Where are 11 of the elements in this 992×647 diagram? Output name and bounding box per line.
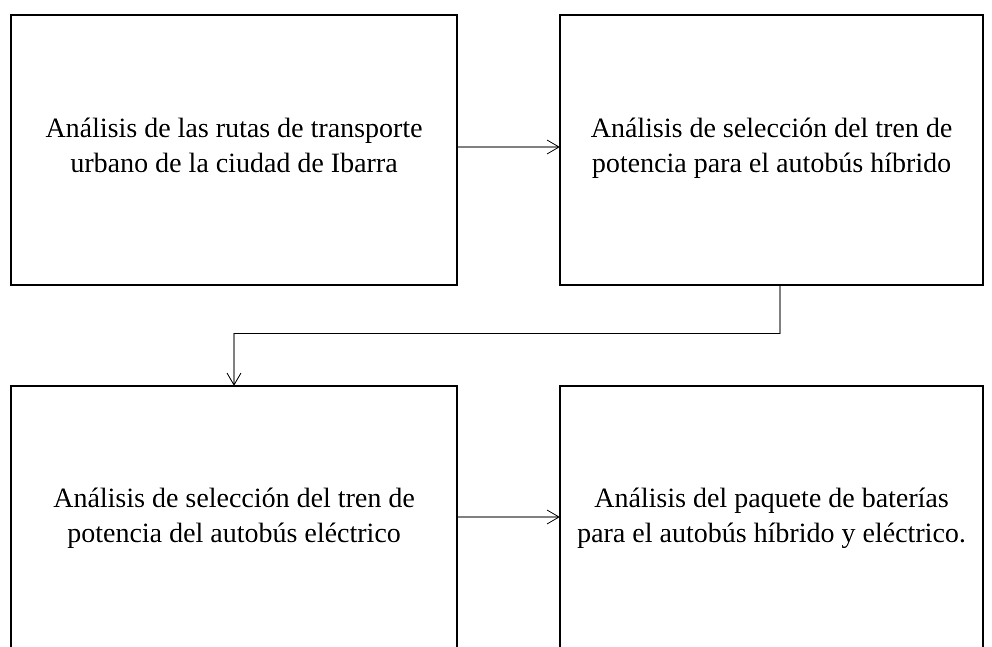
arrow xyxy=(458,140,560,154)
box-text: Análisis del paquete de baterías para el autobús híbrido y eléctrico. xyxy=(577,482,966,551)
process-box xyxy=(10,385,458,647)
process-box xyxy=(10,14,458,286)
process-box xyxy=(559,14,984,286)
box-text: Análisis de las rutas de transporte urbano de la ciudad de Ibarra xyxy=(44,112,424,181)
box-text: Análisis de selección del tren de potencia para el autobús híbrido xyxy=(590,112,954,181)
box-text: Análisis de selección del tren de potencia del autobús eléctrico xyxy=(52,482,416,551)
arrow xyxy=(226,286,780,386)
process-box xyxy=(559,385,984,647)
arrow xyxy=(458,510,560,524)
